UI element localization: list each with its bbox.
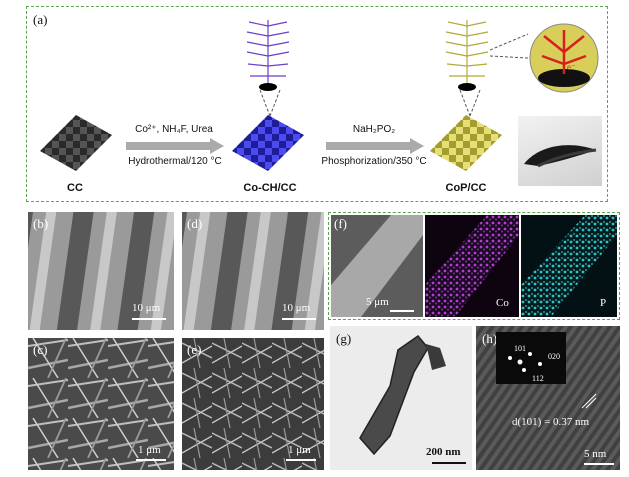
cop-nanowire-image <box>445 20 489 91</box>
map-label-co: Co <box>496 297 509 309</box>
eds-mapping-frame <box>328 212 620 320</box>
scale-label-g: 200 nm <box>426 446 461 458</box>
tem-image-g <box>330 326 472 470</box>
map-label-p: P <box>600 297 607 309</box>
scale-label-d: 10 μm <box>282 302 311 314</box>
panel-label-b: (b) <box>33 216 49 231</box>
eds-map-p <box>521 215 617 317</box>
step2-condition: Phosphorization/350 °C <box>321 156 427 167</box>
label-coch: Co-CH/CC <box>243 182 297 194</box>
panel-label-h: (h) <box>482 331 498 346</box>
eds-map-co <box>425 215 519 317</box>
fft-inset <box>496 332 566 384</box>
sem-image-d <box>182 212 324 330</box>
scale-label-c: 1 μm <box>138 444 161 456</box>
scale-label-f: 5 μm <box>366 296 389 308</box>
scale-bar-e <box>286 459 316 461</box>
scale-bar-f <box>390 310 414 312</box>
lattice-spacing-marker-icon <box>581 393 597 409</box>
scale-bar-b <box>132 318 166 320</box>
fft-spot-020: 020 <box>548 352 560 361</box>
panel-label-a: (a) <box>33 12 48 27</box>
panel-label-e: (e) <box>187 342 202 357</box>
panel-label-d: (d) <box>187 216 203 231</box>
sem-image-b <box>28 212 174 330</box>
cop-fabric-image <box>430 115 502 171</box>
schematic-panel <box>26 6 608 202</box>
panel-label-f: (f) <box>334 216 347 231</box>
label-cc: CC <box>67 182 83 194</box>
step1-reagents: Co²⁺, NH₄F, Urea <box>135 124 213 135</box>
label-cop: CoP/CC <box>445 182 487 194</box>
arrow-step2-icon <box>326 138 424 154</box>
panel-label-c: (c) <box>33 342 48 357</box>
scale-label-b: 10 μm <box>132 302 161 314</box>
sem-image-f <box>331 215 423 317</box>
d-spacing-label: d(101) = 0.37 nm <box>512 416 590 428</box>
scale-label-e: 1 μm <box>288 444 311 456</box>
sem-image-e <box>182 338 324 470</box>
cc-fabric-image <box>40 115 112 171</box>
co-ch-fabric-image <box>232 115 304 171</box>
flexible-electrode-photo <box>518 116 602 186</box>
electron-symbol: e⁻ <box>567 62 576 72</box>
scale-bar-c <box>136 459 166 461</box>
scale-bar-h <box>584 463 614 465</box>
fft-spot-112: 112 <box>532 374 544 383</box>
step2-reagent: NaH₂PO₂ <box>352 124 396 135</box>
scale-bar-g <box>432 462 466 464</box>
co-ch-nanowire-image <box>246 20 290 91</box>
sem-image-c <box>28 338 174 470</box>
step1-condition: Hydrothermal/120 °C <box>128 156 222 167</box>
zoom-lines-inset <box>490 33 529 59</box>
panel-label-g: (g) <box>336 331 352 346</box>
scale-label-h: 5 nm <box>584 448 607 460</box>
electron-transfer-inset <box>529 23 599 93</box>
fft-spot-101: 101 <box>514 344 526 353</box>
scale-bar-d <box>282 318 316 320</box>
arrow-step1-icon <box>126 138 224 154</box>
